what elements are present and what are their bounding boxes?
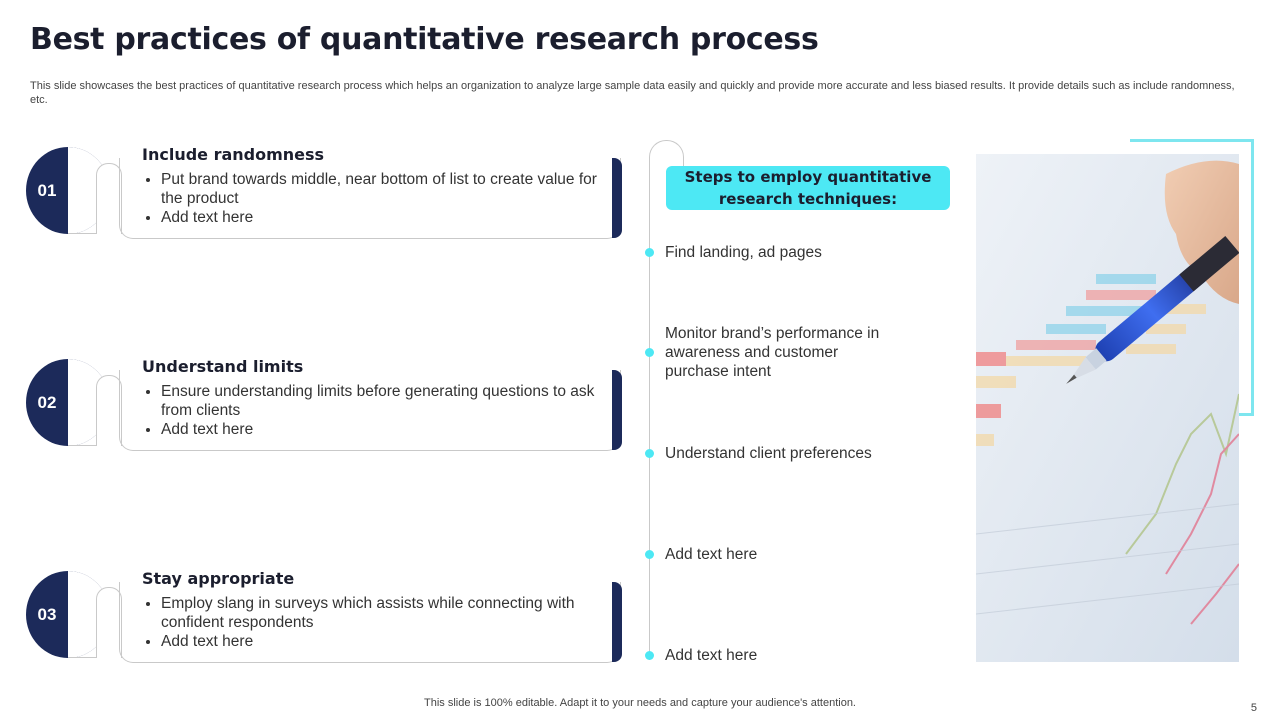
timeline-dot	[645, 348, 654, 357]
bullet-item: Employ slang in surveys which assists wh…	[161, 594, 611, 632]
card-bullets: Employ slang in surveys which assists wh…	[142, 594, 611, 651]
bullet-item: Ensure understanding limits before gener…	[161, 382, 611, 420]
card-bullets: Put brand towards middle, near bottom of…	[142, 170, 611, 227]
steps-heading-text: Steps to employ quantitative research te…	[684, 168, 932, 208]
card-heading: Understand limits	[142, 357, 312, 376]
card-accent	[612, 158, 622, 238]
pen-chart-photo	[976, 154, 1239, 662]
practice-card-3: 03 Stay appropriate Employ slang in surv…	[26, 569, 626, 667]
timeline-line	[649, 162, 650, 660]
connector-hook	[96, 375, 122, 446]
bullet-item: Add text here	[161, 632, 611, 651]
page-title: Best practices of quantitative research …	[30, 22, 819, 57]
timeline-text: Add text here	[665, 546, 758, 563]
timeline-dot	[645, 550, 654, 559]
card-heading: Stay appropriate	[142, 569, 303, 588]
timeline-dot	[645, 449, 654, 458]
footer-note: This slide is 100% editable. Adapt it to…	[424, 697, 856, 709]
practice-card-2: 02 Understand limits Ensure understandin…	[26, 357, 626, 455]
timeline-text: Monitor brand’s performance in awareness…	[665, 325, 880, 380]
timeline-dot	[645, 248, 654, 257]
card-bullets: Ensure understanding limits before gener…	[142, 382, 611, 439]
card-heading: Include randomness	[142, 145, 333, 164]
page-number: 5	[1250, 702, 1257, 714]
card-accent	[612, 582, 622, 662]
card-accent	[612, 370, 622, 450]
bullet-item: Add text here	[161, 420, 611, 439]
steps-heading: Steps to employ quantitative research te…	[666, 166, 950, 210]
bullet-item: Add text here	[161, 208, 611, 227]
timeline-dot	[645, 651, 654, 660]
card-number: 03	[37, 605, 57, 624]
timeline-text: Find landing, ad pages	[665, 244, 822, 261]
page-subtitle: This slide showcases the best practices …	[30, 80, 1235, 106]
card-number: 02	[37, 393, 57, 412]
timeline-text: Add text here	[665, 647, 758, 664]
card-number: 01	[37, 181, 57, 200]
practice-card-1: 01 Include randomness Put brand towards …	[26, 145, 626, 243]
connector-hook	[96, 163, 122, 234]
connector-hook	[96, 587, 122, 658]
timeline-text: Understand client preferences	[665, 445, 872, 462]
bullet-item: Put brand towards middle, near bottom of…	[161, 170, 611, 208]
